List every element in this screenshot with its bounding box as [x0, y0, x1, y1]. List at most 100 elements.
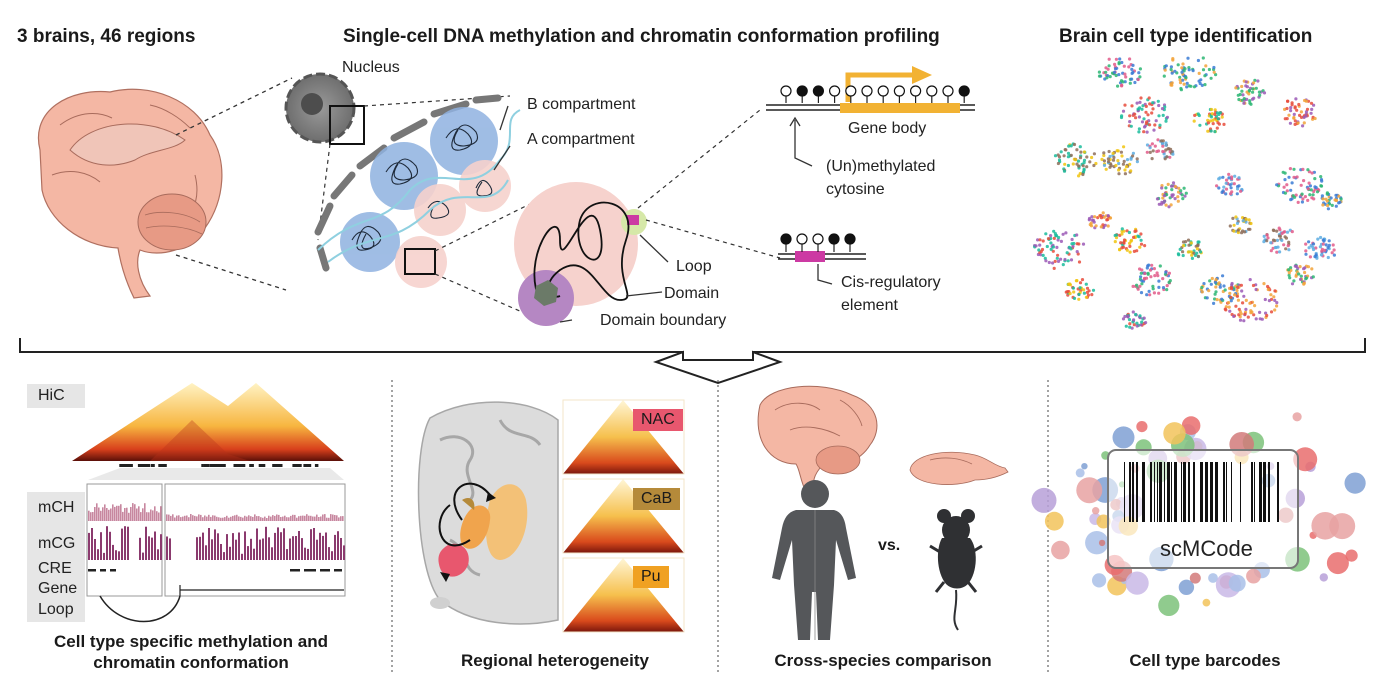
umap-point [1244, 80, 1248, 84]
mcg-bar [250, 538, 252, 560]
umap-point [1162, 74, 1166, 78]
mch-bar [240, 516, 242, 521]
mcg-bar [205, 545, 207, 560]
umap-point [1236, 285, 1240, 290]
umap-point [1181, 78, 1185, 82]
umap-point [1301, 197, 1305, 201]
barcode-bubble [1344, 472, 1366, 494]
umap-point [1069, 144, 1073, 148]
umap-point [1170, 184, 1174, 188]
umap-point [1128, 120, 1132, 124]
umap-point [1249, 309, 1253, 313]
umap-point [1146, 272, 1150, 276]
mch-bar [278, 514, 280, 521]
umap-point [1186, 56, 1190, 60]
umap-point [1193, 113, 1197, 117]
umap-point [1075, 148, 1079, 152]
umap-point [1282, 185, 1286, 189]
umap-point [1123, 172, 1127, 176]
umap-point [1307, 246, 1311, 250]
umap-point [1063, 162, 1067, 166]
umap-point [1209, 282, 1213, 286]
umap-point [1145, 293, 1149, 297]
umap-point [1113, 62, 1117, 66]
barcode-stripe [1129, 462, 1131, 522]
umap-point [1252, 81, 1256, 85]
mcg-bar [322, 535, 324, 560]
mch-bar [250, 516, 252, 521]
mcg-bar [274, 532, 276, 560]
umap-point [1043, 256, 1047, 260]
mcg-bar [262, 538, 264, 560]
umap-point [1162, 194, 1167, 198]
mch-bar [118, 505, 120, 521]
barcode-stripe [1142, 462, 1145, 522]
umap-point [1287, 175, 1291, 179]
umap-point [1228, 183, 1232, 187]
umap-point [1128, 325, 1132, 329]
mch-bar [124, 508, 126, 521]
umap-point [1294, 97, 1298, 101]
umap-point [1066, 163, 1070, 168]
umap-point [1072, 290, 1076, 294]
umap-point [1311, 275, 1315, 279]
umap-point [1066, 259, 1070, 263]
nuclear-lamina [314, 94, 502, 272]
umap-point [1081, 172, 1085, 177]
mcg-bar [103, 552, 105, 560]
mch-bar [312, 516, 314, 521]
domain-tick [233, 464, 239, 467]
mch-bar [202, 517, 204, 521]
mch-bar [110, 508, 112, 521]
umap-point [1184, 240, 1188, 244]
umap-point [1287, 113, 1291, 117]
umap-point [1170, 193, 1174, 197]
umap-point [1245, 90, 1249, 94]
umap-point [1118, 57, 1122, 61]
umap-point [1157, 279, 1161, 283]
umap-point [1108, 75, 1112, 79]
umap-point [1137, 127, 1141, 131]
mcg-bar [100, 532, 102, 560]
umap-point [1092, 163, 1096, 168]
umap-point [1273, 289, 1277, 293]
umap-point [1171, 58, 1175, 62]
umap-point [1310, 267, 1314, 271]
umap-point [1312, 103, 1316, 107]
umap-point [1138, 100, 1142, 104]
umap-point [1144, 276, 1149, 280]
umap-point [1240, 84, 1244, 89]
umap-point [1077, 292, 1081, 297]
umap-point [1313, 177, 1317, 181]
umap-point [1056, 238, 1060, 242]
barcode-label: scMCode [1160, 536, 1253, 561]
umap-point [1326, 207, 1330, 211]
umap-point [1304, 242, 1308, 246]
umap-point [1244, 307, 1248, 311]
umap-point [1056, 253, 1060, 257]
umap-point [1258, 317, 1262, 321]
umap-point [1077, 164, 1081, 168]
umap-point [1049, 234, 1053, 238]
barcode-stripe [1231, 462, 1232, 522]
umap-point [1151, 284, 1155, 288]
mcg-bar [148, 536, 150, 560]
mch-bar [160, 506, 162, 521]
mch-bar [290, 515, 292, 521]
umap-point [1116, 159, 1120, 163]
umap-point [1093, 215, 1097, 219]
umap-point [1235, 294, 1239, 298]
umap-point [1302, 115, 1306, 119]
umap-point [1041, 253, 1045, 257]
umap-point [1155, 197, 1160, 201]
umap-point [1179, 86, 1183, 91]
caption-cell-type-line2: chromatin conformation [93, 653, 289, 672]
umap-point [1299, 277, 1303, 281]
umap-point [1149, 275, 1153, 279]
umap-point [1114, 236, 1119, 240]
barcode-bubble [1311, 512, 1339, 540]
umap-point [1057, 155, 1062, 159]
umap-point [1138, 67, 1142, 71]
umap-point [1256, 79, 1260, 83]
barcode-bubble [1125, 571, 1149, 595]
